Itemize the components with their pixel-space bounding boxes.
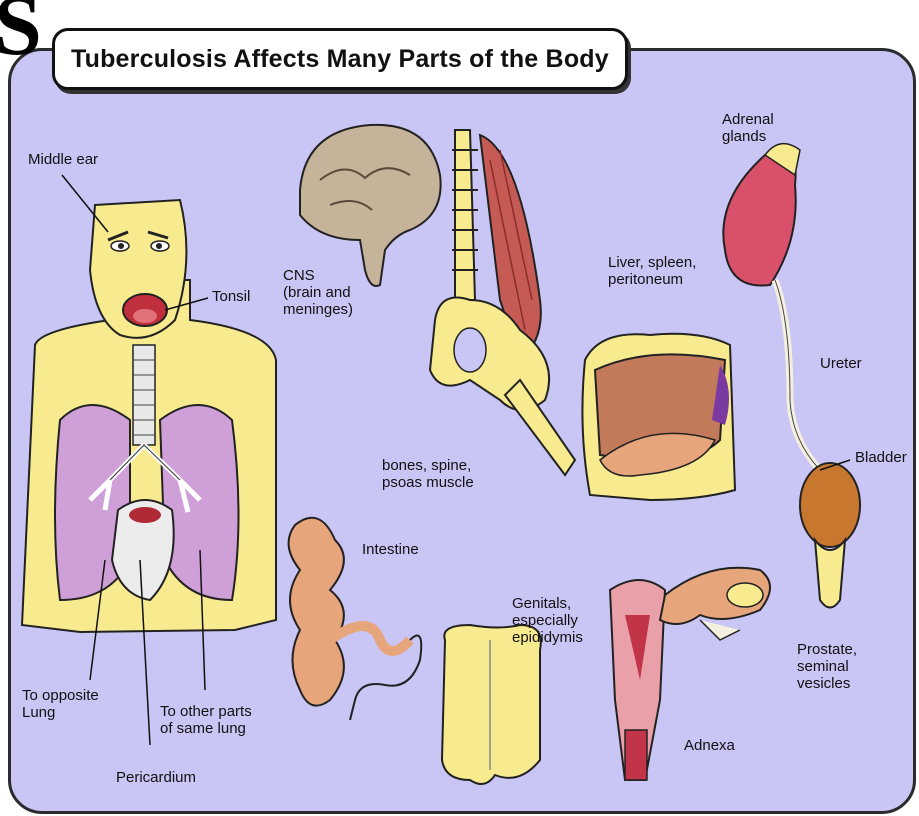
label-tonsil: Tonsil bbox=[212, 289, 250, 306]
label-to-opposite-lung: To opposite Lung bbox=[22, 688, 99, 722]
kidney-bladder-illustration bbox=[723, 144, 860, 608]
label-bladder: Bladder bbox=[855, 450, 907, 467]
label-to-other-parts: To other parts of same lung bbox=[160, 704, 252, 738]
label-middle-ear: Middle ear bbox=[28, 152, 98, 169]
label-cns: CNS (brain and meninges) bbox=[283, 268, 353, 318]
diagram-title: Tuberculosis Affects Many Parts of the B… bbox=[71, 45, 609, 74]
spine-pelvis-illustration bbox=[430, 130, 575, 475]
genitals-illustration bbox=[442, 625, 541, 784]
label-adnexa: Adnexa bbox=[684, 738, 735, 755]
label-adrenal-glands: Adrenal glands bbox=[722, 112, 774, 146]
label-prostate: Prostate, seminal vesicles bbox=[797, 642, 857, 692]
brain-illustration bbox=[300, 125, 441, 286]
torso-illustration bbox=[22, 200, 276, 632]
label-pericardium: Pericardium bbox=[116, 770, 196, 787]
liver-illustration bbox=[582, 334, 735, 500]
label-ureter: Ureter bbox=[820, 356, 862, 373]
label-genitals: Genitals, especially epididymis bbox=[512, 596, 583, 646]
label-intestine: Intestine bbox=[362, 542, 419, 559]
diagram-title-box: Tuberculosis Affects Many Parts of the B… bbox=[52, 28, 628, 90]
slide-title-fragment: S bbox=[0, 0, 42, 68]
label-liver-spleen: Liver, spleen, peritoneum bbox=[608, 255, 696, 289]
label-bones-spine: bones, spine, psoas muscle bbox=[382, 458, 474, 492]
